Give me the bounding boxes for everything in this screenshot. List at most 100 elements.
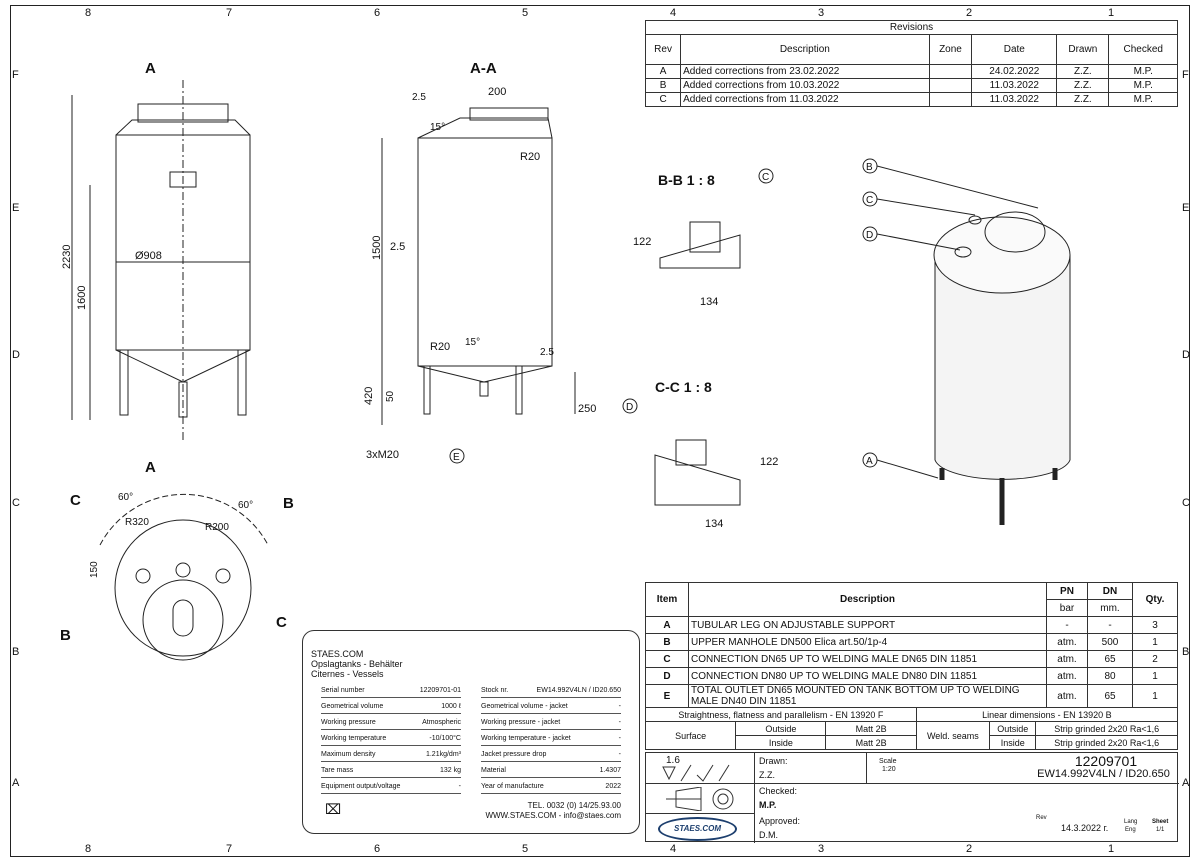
ruler-column-2: 2: [965, 7, 973, 19]
ruler-column-8: 8: [84, 843, 92, 855]
rev-cell: Z.Z.: [1056, 64, 1110, 79]
weld-inside: Inside: [988, 735, 1037, 750]
checked-label: Checked:: [759, 786, 798, 796]
section-view-cc: C-C 1 : 8 134 122 D: [622, 379, 778, 530]
rev-cell: [928, 64, 973, 79]
dim-200: 200: [488, 86, 506, 98]
tolerance-right: Linear dimensions - EN 13920 B: [915, 707, 1179, 722]
item-cell: A: [645, 616, 689, 634]
dim-diameter: Ø908: [135, 250, 162, 262]
nameplate: STAES.COM Opslagtanks - Behälter Citerne…: [302, 630, 640, 834]
item-cell: 2: [1132, 650, 1178, 668]
plate-line3: Citernes - Vessels: [311, 669, 384, 679]
surface-matt-in: Matt 2B: [825, 735, 917, 750]
dim-cc-width: 134: [705, 518, 723, 530]
ruler-column-1: 1: [1107, 7, 1115, 19]
staes-logo: STAES.COM: [658, 817, 737, 841]
items-header-pn: PN: [1046, 582, 1088, 600]
dim-angle-left: 60°: [118, 492, 133, 503]
plate-value: 132 kg: [439, 766, 461, 774]
dim-angle-right: 60°: [238, 500, 253, 511]
ruler-column-6: 6: [373, 7, 381, 19]
dim-top-thickness: 2.5: [412, 92, 426, 103]
ruler-row-C: C: [1182, 497, 1190, 509]
rev-cell: M.P.: [1108, 92, 1178, 107]
plate-value: -10/100°C: [429, 734, 461, 742]
rev-cell: 11.03.2022: [971, 78, 1058, 93]
item-cell: 65: [1087, 684, 1133, 708]
ruler-row-D: D: [1182, 349, 1190, 361]
plate-value: Atmospheric: [422, 718, 461, 726]
dim-r200: R200: [205, 522, 229, 533]
iso-callout-c: C: [866, 195, 873, 206]
nameplate-row: Working pressure Atmospheric: [321, 715, 461, 730]
rev-cell: B: [644, 78, 682, 93]
ruler-column-6: 6: [373, 843, 381, 855]
nameplate-row: Working temperature-10/100°C: [321, 731, 461, 746]
rev-cell: M.P.: [1108, 78, 1178, 93]
item-cell: 1: [1132, 684, 1178, 708]
plate-value: -: [618, 750, 621, 758]
plate-value: -: [618, 718, 621, 726]
ruler-column-7: 7: [225, 843, 233, 855]
dim-1500: 1500: [371, 236, 383, 260]
dim-1600: 1600: [76, 286, 88, 310]
plate-value: -: [618, 734, 621, 742]
plate-label: Jacket pressure drop: [481, 750, 547, 758]
title-block: 1.6 STAES.COM Drawn: Z.Z. Checked: M.P. …: [645, 752, 1179, 843]
plate-label: Material: [481, 766, 506, 774]
callout-d: D: [626, 402, 633, 413]
plate-value: -: [458, 782, 461, 790]
drawing-number: 12209701: [1074, 753, 1138, 769]
drawing-date: 14.3.2022 г.: [1061, 823, 1109, 833]
item-cell: 3: [1132, 616, 1178, 634]
item-cell: atm.: [1046, 650, 1088, 668]
rev-cell: Added corrections from 10.03.2022: [680, 78, 930, 93]
cut-label-b-left: B: [60, 627, 71, 644]
ruler-row-D: D: [12, 349, 20, 361]
nameplate-row: Geometrical volume - jacket-: [481, 699, 621, 714]
section-view-aa: A-A 1500 200 2.5 R20 R20 15° 15° 2.5 2.5…: [363, 60, 596, 464]
dim-150: 150: [89, 561, 100, 578]
ruler-column-4: 4: [669, 843, 677, 855]
rev-header: Date: [971, 34, 1058, 65]
plate-label: Working temperature - jacket: [481, 734, 571, 742]
ruler-column-5: 5: [521, 7, 529, 19]
ruler-column-3: 3: [817, 7, 825, 19]
approved-by: D.M.: [759, 830, 778, 840]
item-cell: TUBULAR LEG ON ADJUSTABLE SUPPORT: [688, 616, 1047, 634]
rev-header: Drawn: [1056, 34, 1110, 65]
dim-bottom-thickness: 2.5: [540, 347, 554, 358]
plate-label: Geometrical volume: [321, 702, 384, 710]
plate-label: Working pressure: [321, 718, 376, 726]
rev-cell: A: [644, 64, 682, 79]
item-cell: C: [645, 650, 689, 668]
plate-company: STAES.COM: [311, 649, 364, 659]
plate-label: Stock nr.: [481, 686, 509, 694]
ruler-column-3: 3: [817, 843, 825, 855]
cut-label-top: A: [145, 60, 156, 77]
item-cell: TOTAL OUTLET DN65 MOUNTED ON TANK BOTTOM…: [688, 684, 1047, 708]
lang-value: Eng: [1125, 827, 1136, 833]
rev-cell: Added corrections from 23.02.2022: [680, 64, 930, 79]
sheet-value: 1/1: [1156, 827, 1165, 833]
rev-cell: 11.03.2022: [971, 92, 1058, 107]
sheet-label: Sheet: [1152, 819, 1169, 825]
surface-inside: Inside: [735, 735, 827, 750]
rev-header: Checked: [1108, 34, 1178, 65]
rev-cell: Added corrections from 11.03.2022: [680, 92, 930, 107]
plate-tel: TEL. 0032 (0) 14/25.93.00: [527, 801, 621, 810]
sheet-frame: [10, 5, 1190, 857]
dim-r20-top: R20: [520, 151, 540, 163]
items-header-dn-unit: mm.: [1087, 599, 1133, 617]
